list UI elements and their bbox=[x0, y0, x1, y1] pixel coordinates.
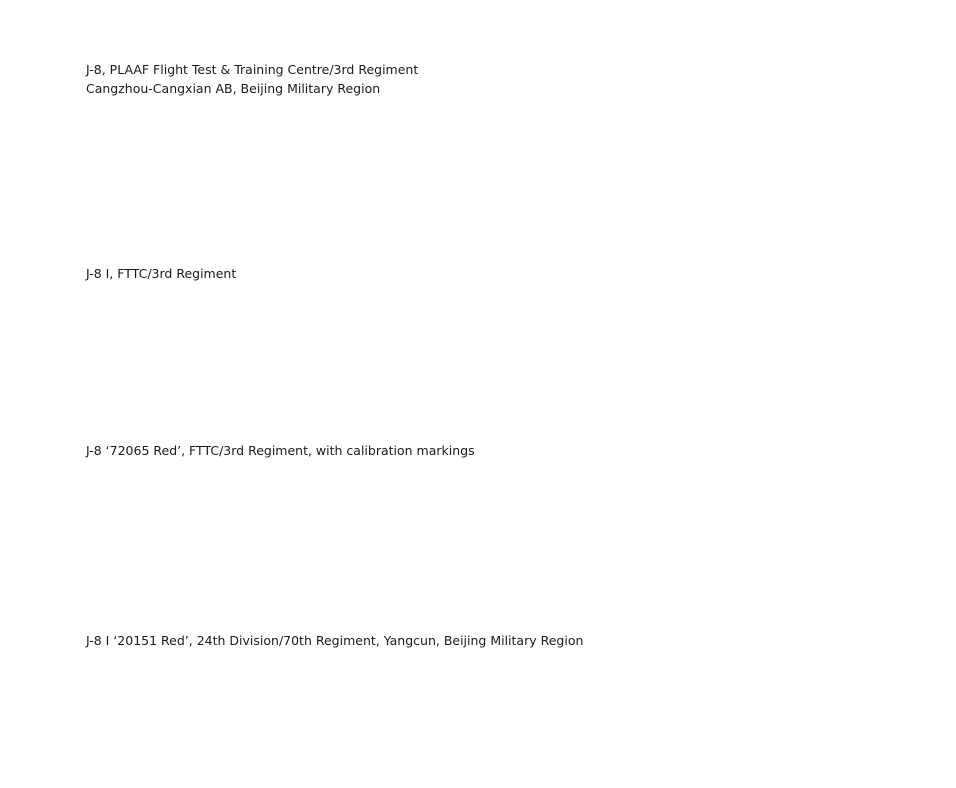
antenna bbox=[294, 101, 306, 123]
nose-cone bbox=[80, 154, 102, 183]
drop-tank bbox=[389, 202, 641, 224]
aircraft-profile: 20151 bbox=[17, 577, 933, 778]
aircraft-profile: 72065 bbox=[17, 395, 933, 596]
canopy bbox=[198, 671, 269, 693]
exhaust-section bbox=[815, 319, 872, 375]
caption-line: J-8 I ‘20151 Red’, 24th Division/70th Re… bbox=[86, 633, 584, 648]
tail-fin bbox=[654, 208, 933, 318]
fuselage bbox=[79, 671, 873, 752]
antenna bbox=[294, 286, 306, 308]
profile-caption-4: J-8 I ‘20151 Red’, 24th Division/70th Re… bbox=[86, 631, 583, 650]
exhaust-section bbox=[815, 134, 872, 190]
roundel-bar bbox=[783, 648, 831, 658]
exhaust-section bbox=[815, 688, 872, 744]
aircraft-profile: 72063 bbox=[17, 208, 933, 409]
tailplane bbox=[719, 165, 886, 176]
tailplane bbox=[719, 719, 886, 730]
roundel-star bbox=[797, 461, 817, 481]
aircraft-serial: 72061 bbox=[195, 155, 280, 184]
ventral-fin bbox=[660, 749, 722, 767]
roundel-star bbox=[797, 89, 817, 109]
wing bbox=[379, 529, 641, 541]
roundel-bar bbox=[783, 94, 831, 104]
pitot-probe bbox=[17, 746, 111, 760]
drop-tank bbox=[389, 387, 641, 409]
aircraft-profile: 72061 bbox=[17, 23, 933, 224]
aircraft-serial: 20151 bbox=[195, 709, 280, 738]
canopy bbox=[198, 302, 269, 324]
tail-fin bbox=[654, 395, 933, 505]
fuselage bbox=[79, 302, 873, 383]
pitot-probe bbox=[17, 377, 111, 391]
pitot-probe bbox=[17, 564, 111, 578]
tailplane bbox=[719, 537, 886, 548]
aircraft-serial: 72065 bbox=[212, 527, 297, 556]
pitot-probe bbox=[17, 192, 111, 206]
caption-line: Cangzhou-Cangxian AB, Beijing Military R… bbox=[86, 81, 381, 96]
profile-caption-1: J-8, PLAAF Flight Test & Training Centre… bbox=[86, 60, 418, 98]
wing bbox=[379, 711, 641, 723]
nose-cone bbox=[80, 708, 102, 737]
caption-line: J-8, PLAAF Flight Test & Training Centre… bbox=[86, 62, 419, 77]
tail-fin bbox=[654, 23, 933, 133]
nose-cone bbox=[80, 526, 102, 555]
canopy bbox=[198, 117, 269, 139]
ventral-fin bbox=[660, 567, 722, 585]
fin-green-marking bbox=[680, 215, 880, 297]
fuselage bbox=[79, 117, 873, 198]
profile-caption-2: J-8 I, FTTC/3rd Regiment bbox=[86, 264, 236, 283]
wing bbox=[379, 342, 641, 354]
drop-tank bbox=[389, 756, 641, 778]
antenna bbox=[294, 473, 306, 495]
roundel-star bbox=[797, 643, 817, 663]
band-marking bbox=[433, 681, 464, 747]
profile-caption-3: J-8 ‘72065 Red’, FTTC/3rd Regiment, with… bbox=[86, 441, 475, 460]
wing bbox=[379, 157, 641, 169]
tail-fin bbox=[654, 577, 933, 687]
exhaust-section bbox=[815, 506, 872, 562]
caption-line: J-8 ‘72065 Red’, FTTC/3rd Regiment, with… bbox=[86, 443, 475, 458]
fuselage bbox=[79, 489, 873, 570]
ventral-fin bbox=[660, 380, 722, 398]
antenna bbox=[294, 655, 306, 677]
roundel-star bbox=[797, 274, 817, 294]
nose-cone bbox=[80, 339, 102, 368]
ventral-fin bbox=[660, 195, 722, 213]
roundel-bar bbox=[783, 279, 831, 289]
tailplane bbox=[719, 350, 886, 361]
caption-line: J-8 I, FTTC/3rd Regiment bbox=[86, 266, 237, 281]
fin-green-marking bbox=[680, 584, 880, 666]
aircraft-serial: 72063 bbox=[205, 340, 290, 369]
canopy bbox=[198, 489, 269, 511]
fin-green-marking bbox=[832, 397, 888, 412]
fin-green-marking bbox=[832, 25, 888, 40]
drop-tank bbox=[389, 574, 641, 596]
band-marking bbox=[726, 673, 752, 751]
roundel-bar bbox=[783, 466, 831, 476]
